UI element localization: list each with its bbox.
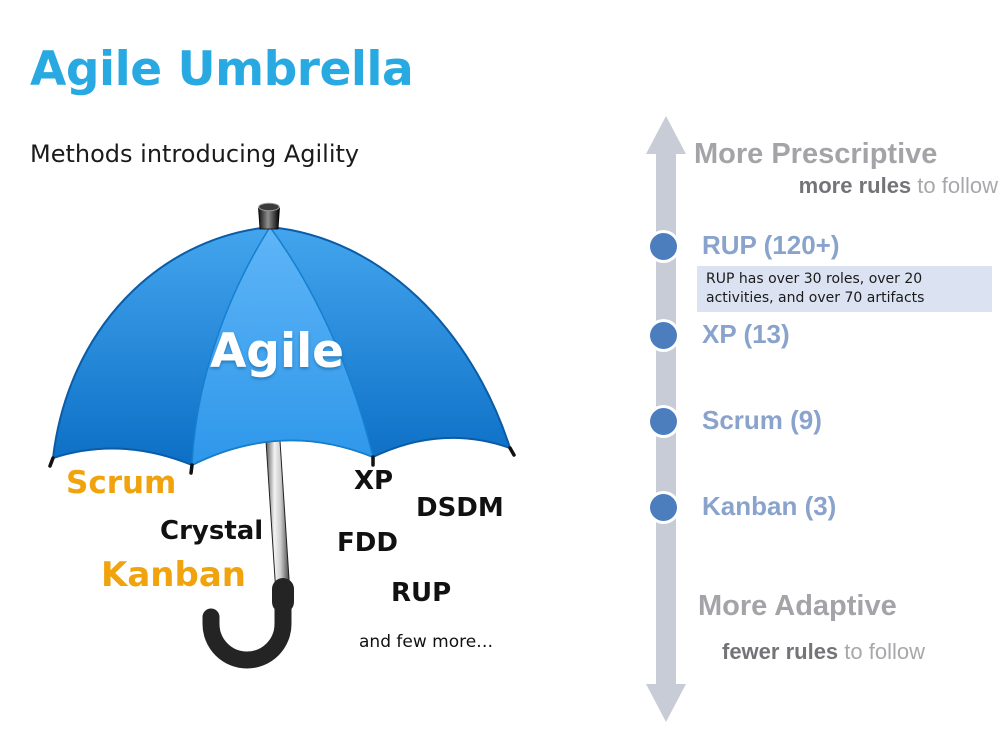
method-label-scrum: Scrum (66, 465, 177, 501)
scale-label-kanban: Kanban (3) (702, 491, 837, 521)
umbrella-pole-icon (265, 440, 291, 595)
methods-footnote: and few more… (359, 632, 494, 652)
scale-label-xp: XP (13) (702, 319, 790, 349)
method-label-rup: RUP (391, 578, 452, 608)
scale-top-subline: more rules to follow (690, 173, 998, 199)
method-label-kanban: Kanban (101, 555, 246, 595)
method-label-dsdm: DSDM (416, 493, 504, 523)
scale-dot-scrum (650, 408, 677, 435)
scale-dot-rup (650, 233, 677, 260)
page-subtitle: Methods introducing Agility (30, 140, 360, 168)
method-label-xp: XP (354, 466, 394, 496)
scale-bottom-sub-bold: fewer rules (722, 639, 839, 664)
rup-tooltip: RUP has over 30 roles, over 20 activitie… (697, 266, 992, 312)
umbrella-rib-tips-icon (48, 446, 516, 475)
umbrella-canopy-label: Agile (210, 324, 344, 379)
scale-dot-kanban (650, 494, 677, 521)
page-title: Agile Umbrella (30, 42, 414, 97)
umbrella-handle-icon (202, 578, 294, 669)
umbrella-canopy-icon (48, 225, 516, 475)
scale-label-scrum: Scrum (9) (702, 405, 822, 435)
scale-top-sub-rest: to follow (911, 173, 998, 198)
scale-dot-xp (650, 322, 677, 349)
method-label-crystal: Crystal (160, 516, 264, 546)
method-label-fdd: FDD (337, 528, 398, 558)
scale-bottom-heading: More Adaptive (698, 590, 897, 622)
umbrella-ferrule-icon (258, 202, 280, 230)
scale-top-heading: More Prescriptive (694, 138, 938, 170)
scale-bottom-subline: fewer rules to follow (722, 639, 925, 665)
scale-bottom-sub-rest: to follow (838, 639, 925, 664)
scale-top-sub-bold: more rules (798, 173, 912, 198)
scale-label-rup: RUP (120+) (702, 230, 840, 260)
